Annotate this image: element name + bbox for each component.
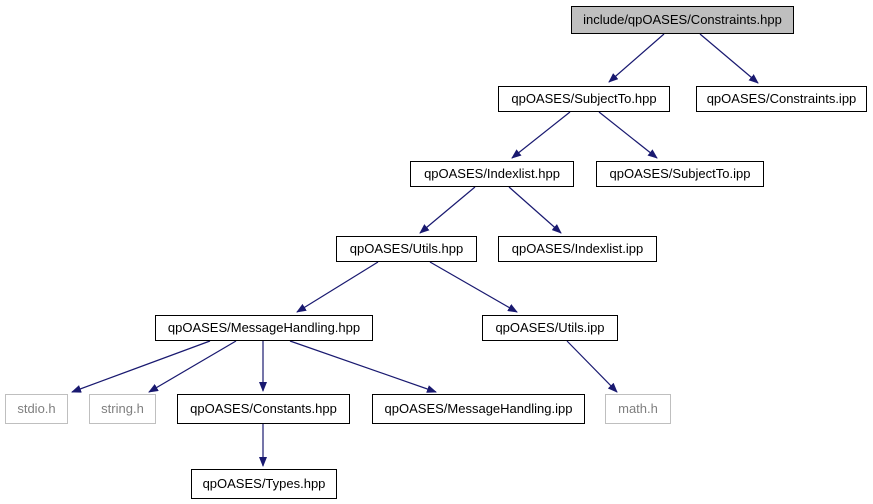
node-constraints-ipp[interactable]: qpOASES/Constraints.ipp: [696, 86, 867, 112]
node-label: math.h: [618, 401, 658, 416]
edge-messagehandling-hpp-to-messagehandling-ipp: [289, 340, 437, 393]
node-label: qpOASES/Utils.ipp: [495, 320, 604, 335]
node-stdio-h: stdio.h: [5, 394, 68, 424]
edge-utils-hpp-to-utils-ipp: [429, 261, 518, 313]
edge-indexlist-hpp-to-indexlist-ipp: [508, 186, 562, 234]
node-box: [605, 394, 671, 424]
node-label: qpOASES/Utils.hpp: [350, 241, 463, 256]
edge-arrow: [148, 340, 237, 393]
node-label: qpOASES/SubjectTo.hpp: [511, 91, 656, 106]
node-indexlist-hpp[interactable]: qpOASES/Indexlist.hpp: [410, 161, 574, 187]
edge-arrow: [598, 111, 658, 159]
node-box: [696, 86, 867, 112]
node-box: [498, 236, 657, 262]
edge-utils-ipp-to-math-h: [566, 340, 618, 393]
node-math-h: math.h: [605, 394, 671, 424]
node-box: [5, 394, 68, 424]
node-box: [336, 236, 477, 262]
edge-messagehandling-hpp-to-stdio-h: [71, 340, 211, 393]
node-utils-hpp[interactable]: qpOASES/Utils.hpp: [336, 236, 477, 262]
edge-arrow: [566, 340, 618, 393]
node-label: qpOASES/MessageHandling.ipp: [385, 401, 573, 416]
edge-arrow: [71, 340, 211, 393]
edge-subjectto-hpp-to-indexlist-hpp: [511, 111, 571, 159]
node-box: [482, 315, 618, 341]
edge-arrow: [511, 111, 571, 159]
node-box: [372, 394, 585, 424]
node-string-h: string.h: [89, 394, 156, 424]
node-label: qpOASES/Types.hpp: [203, 476, 326, 491]
node-label: qpOASES/Indexlist.hpp: [424, 166, 560, 181]
node-utils-ipp[interactable]: qpOASES/Utils.ipp: [482, 315, 618, 341]
node-label: qpOASES/Indexlist.ipp: [512, 241, 644, 256]
edges: [71, 33, 759, 467]
edge-arrow: [699, 33, 759, 84]
nodes: include/qpOASES/Constraints.hpp qpOASES/S…: [5, 6, 867, 499]
node-label: qpOASES/MessageHandling.hpp: [168, 320, 360, 335]
edge-messagehandling-hpp-to-string-h: [148, 340, 237, 393]
node-label: qpOASES/SubjectTo.ipp: [610, 166, 751, 181]
edge-constraints-hpp-to-constraints-ipp: [699, 33, 759, 84]
edge-indexlist-hpp-to-utils-hpp: [419, 186, 476, 234]
node-subjectto-ipp[interactable]: qpOASES/SubjectTo.ipp: [596, 161, 764, 187]
node-box: [596, 161, 764, 187]
node-box: [571, 6, 794, 34]
node-constants-hpp[interactable]: qpOASES/Constants.hpp: [177, 394, 350, 424]
node-types-hpp[interactable]: qpOASES/Types.hpp: [191, 469, 337, 499]
edge-arrow: [419, 186, 476, 234]
edge-arrow: [508, 186, 562, 234]
node-label: qpOASES/Constraints.ipp: [707, 91, 857, 106]
edge-arrow: [608, 33, 665, 83]
edge-subjectto-hpp-to-subjectto-ipp: [598, 111, 658, 159]
node-constraints-hpp[interactable]: include/qpOASES/Constraints.hpp: [571, 6, 794, 34]
node-label: qpOASES/Constants.hpp: [190, 401, 337, 416]
node-box: [191, 469, 337, 499]
edge-constraints-hpp-to-subjectto-hpp: [608, 33, 665, 83]
edge-utils-hpp-to-messagehandling-hpp: [296, 261, 379, 313]
node-label: stdio.h: [17, 401, 55, 416]
node-messagehandling-ipp[interactable]: qpOASES/MessageHandling.ipp: [372, 394, 585, 424]
node-box: [89, 394, 156, 424]
node-box: [410, 161, 574, 187]
node-label: string.h: [101, 401, 144, 416]
node-label: include/qpOASES/Constraints.hpp: [583, 12, 782, 27]
node-box: [498, 86, 670, 112]
edge-arrow: [429, 261, 518, 313]
node-indexlist-ipp[interactable]: qpOASES/Indexlist.ipp: [498, 236, 657, 262]
node-subjectto-hpp[interactable]: qpOASES/SubjectTo.hpp: [498, 86, 670, 112]
node-messagehandling-hpp[interactable]: qpOASES/MessageHandling.hpp: [155, 315, 373, 341]
node-box: [155, 315, 373, 341]
edge-arrow: [289, 340, 437, 393]
edge-arrow: [296, 261, 379, 313]
node-box: [177, 394, 350, 424]
